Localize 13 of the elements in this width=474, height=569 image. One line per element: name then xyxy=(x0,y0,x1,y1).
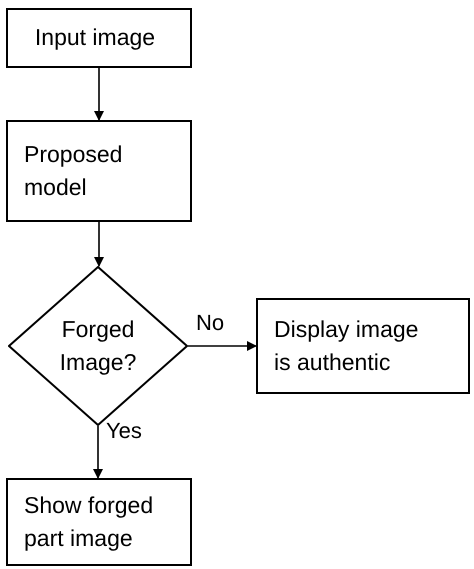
process-box xyxy=(256,298,470,394)
node-text: Display image is authentic xyxy=(274,314,420,377)
node-text: Proposed model xyxy=(24,140,124,202)
arrow xyxy=(93,426,103,479)
node-text: Forged Image? xyxy=(58,314,138,377)
arrow xyxy=(94,222,104,267)
process-box xyxy=(6,120,192,222)
arrow xyxy=(188,341,257,351)
process-box xyxy=(6,8,192,68)
node-text: Show forged part image xyxy=(24,490,154,553)
process-box xyxy=(6,478,192,566)
node-text: Input image xyxy=(34,23,156,52)
arrow xyxy=(94,68,104,121)
